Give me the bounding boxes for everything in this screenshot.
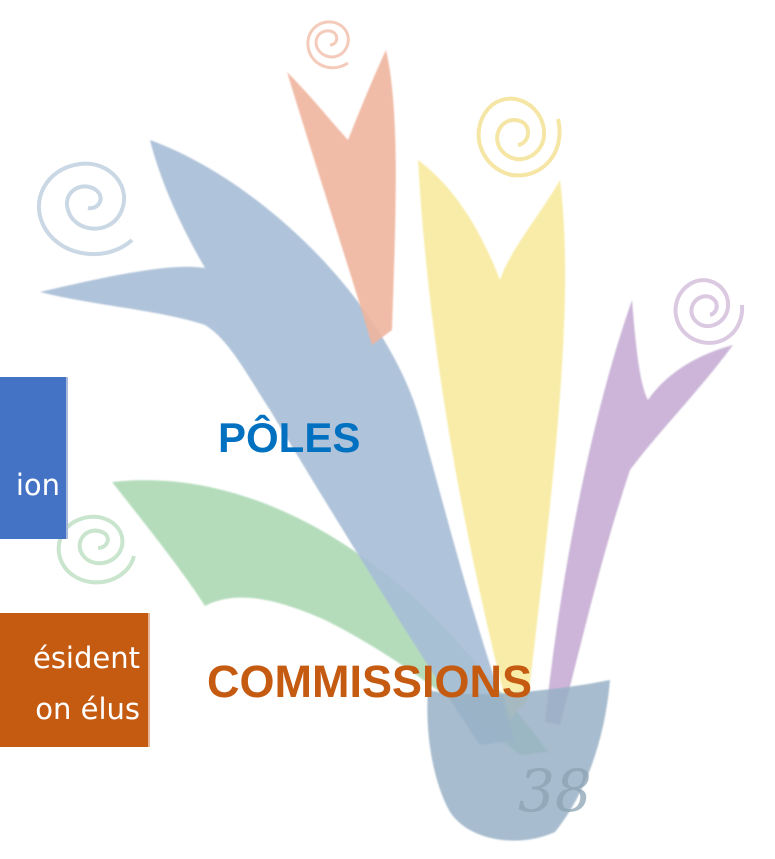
swirl-yellow xyxy=(476,96,562,178)
orange-box-line-2: on élus xyxy=(35,692,140,726)
salmon-petal xyxy=(287,50,396,345)
swirl-blue-left xyxy=(36,161,134,257)
orange-label-box: ésident on élus xyxy=(0,613,150,747)
yellow-petal xyxy=(418,160,566,720)
swirl-purple xyxy=(673,278,745,345)
purple-petal xyxy=(545,300,733,725)
blue-label-box: ion xyxy=(0,377,68,539)
swirl-green xyxy=(56,514,136,585)
blue-petal xyxy=(40,140,515,745)
orange-box-line-1: ésident xyxy=(32,641,140,675)
vase xyxy=(427,680,610,841)
logo-number: 38 xyxy=(518,757,592,825)
poles-heading: PÔLES xyxy=(218,414,361,461)
blue-box-text: ion xyxy=(15,468,60,502)
swirl-top xyxy=(306,20,350,70)
commissions-heading: COMMISSIONS xyxy=(207,656,533,707)
green-petal xyxy=(112,480,548,755)
